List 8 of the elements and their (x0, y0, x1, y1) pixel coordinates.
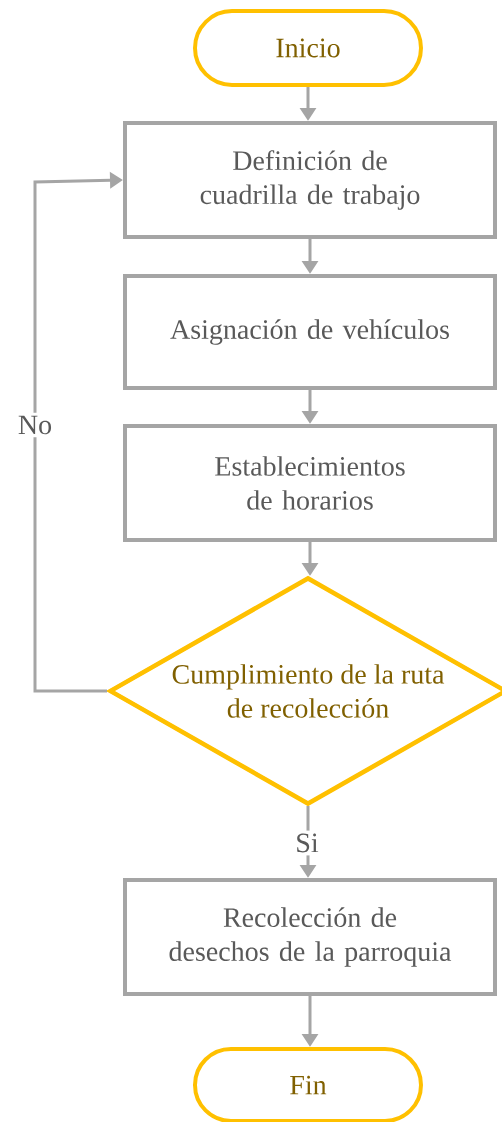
process-box: Recolección de desechos de la parroquia (123, 878, 497, 996)
terminal-box: Inicio (193, 9, 423, 87)
edge-label: Si (292, 830, 322, 856)
process-box: Asignación de vehículos (123, 274, 497, 390)
process-box: Establecimientos de horarios (123, 424, 497, 542)
terminal-box: Fin (193, 1047, 423, 1122)
edge-label: No (14, 412, 56, 438)
process-box: Definición de cuadrilla de trabajo (123, 121, 497, 239)
